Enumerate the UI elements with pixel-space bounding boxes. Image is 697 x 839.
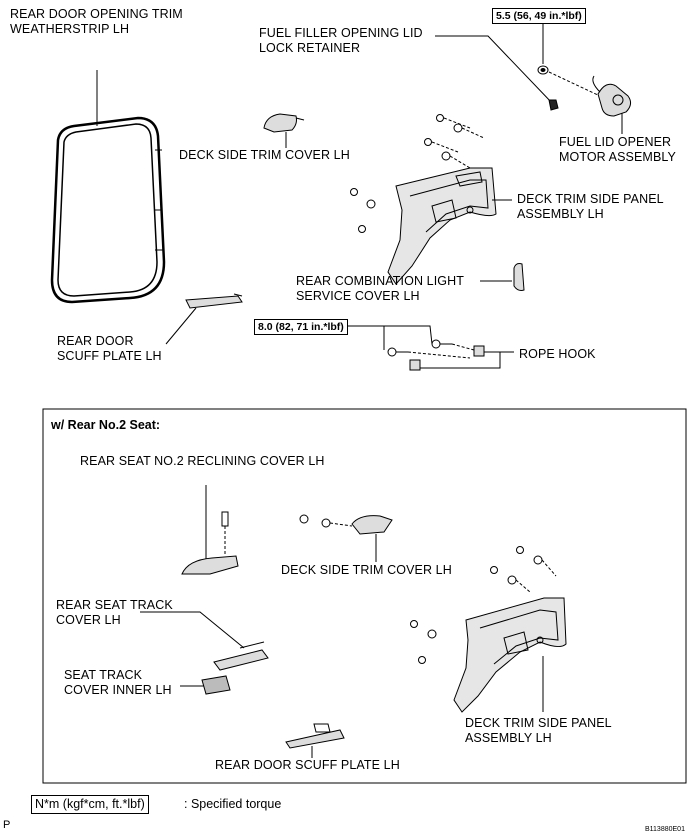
combo-cover-part — [513, 263, 525, 291]
scuff-plate-bottom-part — [285, 723, 345, 749]
corner-letter: P — [3, 819, 11, 831]
scuff-top-label: REAR DOOR SCUFF PLATE LH — [57, 334, 162, 363]
deck-side-cover-bottom-label: DECK SIDE TRIM COVER LH — [281, 563, 452, 577]
scuff-bottom-label: REAR DOOR SCUFF PLATE LH — [215, 758, 400, 772]
figure-id: B113880E01 — [645, 826, 685, 833]
reclining-cover-part — [181, 511, 239, 575]
lock-retainer-label: FUEL FILLER OPENING LID LOCK RETAINER — [259, 26, 423, 55]
scuff-plate-top-part — [185, 293, 243, 309]
deck-panel-top-part — [387, 167, 497, 285]
deck-side-cover-bottom-part — [299, 514, 393, 535]
fuel-opener-part — [592, 75, 632, 117]
legend-text: : Specified torque — [184, 797, 282, 811]
weatherstrip-label: REAR DOOR OPENING TRIM WEATHERSTRIP LH — [10, 7, 183, 36]
lock-retainer-leader — [435, 35, 554, 105]
scuff-top-leader — [165, 307, 197, 345]
rope-hook-bolts — [387, 339, 475, 359]
seat-track-cover-part — [213, 641, 269, 671]
weatherstrip-part — [50, 116, 166, 304]
legend-torque-box: N*m (kgf*cm, ft.*lbf) — [31, 795, 149, 814]
dashed-line — [548, 71, 601, 97]
section-box — [42, 408, 687, 784]
lock-retainer-part — [548, 99, 559, 111]
deck-panel-top-label: DECK TRIM SIDE PANEL ASSEMBLY LH — [517, 192, 664, 221]
deck-panel-bottom-label: DECK TRIM SIDE PANEL ASSEMBLY LH — [465, 716, 612, 745]
combo-cover-label: REAR COMBINATION LIGHT SERVICE COVER LH — [296, 274, 464, 303]
deck-side-cover-top-label: DECK SIDE TRIM COVER LH — [179, 148, 350, 162]
reclining-cover-label: REAR SEAT NO.2 RECLINING COVER LH — [80, 454, 325, 468]
rope-hook-label: ROPE HOOK — [519, 347, 596, 361]
screws-bottom — [410, 546, 557, 664]
screws-top — [350, 114, 485, 233]
torque-spec-1: 5.5 (56, 49 in.*lbf) — [492, 8, 586, 24]
seat-track-cover-leader — [140, 611, 245, 649]
seat-track-cover-label: REAR SEAT TRACK COVER LH — [56, 598, 173, 627]
rope-hook-leader — [420, 351, 514, 369]
seat-track-inner-part — [201, 675, 231, 695]
torque2-leader — [348, 325, 433, 345]
deck-panel-bottom-part — [453, 597, 567, 713]
torque-spec-2: 8.0 (82, 71 in.*lbf) — [254, 319, 348, 335]
deck-side-cover-top-part — [263, 113, 305, 133]
nut-part — [537, 65, 549, 75]
fuel-opener-label: FUEL LID OPENER MOTOR ASSEMBLY — [559, 135, 676, 164]
section-title: w/ Rear No.2 Seat: — [51, 418, 161, 432]
seat-track-inner-label: SEAT TRACK COVER INNER LH — [64, 668, 172, 697]
rope-hook-part — [409, 345, 485, 371]
